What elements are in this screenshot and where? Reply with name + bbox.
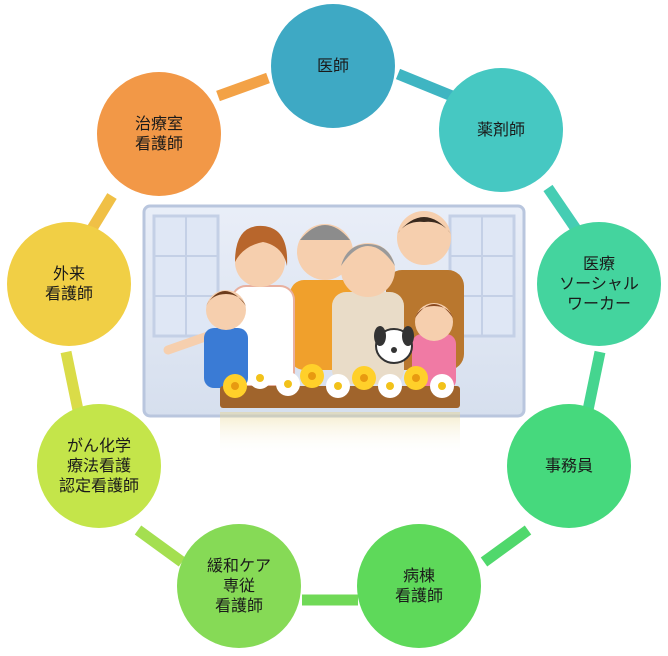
ring-arc-2: [543, 184, 583, 236]
node-label: 病棟 看護師: [394, 566, 443, 605]
node-pharmacist: 薬剤師: [439, 68, 563, 192]
node-clerk: 事務員: [507, 404, 631, 528]
ring-arc-7: [60, 350, 84, 412]
boy: [163, 290, 248, 388]
ring-arc-1: [395, 68, 455, 102]
node-chemo-certified-nurse: がん化学 療法看護 認定看護師: [37, 404, 161, 528]
family-window-illustration: [142, 204, 526, 456]
node-palliative-nurse: 緩和ケア 専従 看護師: [177, 524, 301, 648]
node-label: 外来 看護師: [44, 264, 93, 303]
dog: [374, 326, 414, 364]
node-treatment-room-nurse: 治療室 看護師: [97, 72, 221, 196]
node-label: 医師: [316, 56, 349, 75]
node-ward-nurse: 病棟 看護師: [357, 524, 481, 648]
node-label: 事務員: [544, 456, 593, 475]
node-outpatient-nurse: 外来 看護師: [7, 222, 131, 346]
node-social-worker: 医療 ソーシャル ワーカー: [537, 222, 661, 346]
ring-arc-8: [85, 193, 117, 235]
flowers: [223, 364, 454, 398]
ring-arc-6: [134, 525, 186, 567]
node-label: 治療室 看護師: [134, 114, 183, 153]
ring-arc-4: [480, 525, 532, 567]
ring-arc-3: [582, 350, 606, 412]
node-doctor: 医師: [271, 4, 395, 128]
node-label: 緩和ケア 専従 看護師: [206, 556, 271, 615]
ring-arc-9: [216, 72, 270, 102]
node-label: 医療 ソーシャル ワーカー: [559, 254, 639, 313]
node-label: 薬剤師: [476, 120, 525, 139]
node-label: がん化学 療法看護 認定看護師: [58, 436, 139, 495]
reflection: [220, 412, 460, 456]
